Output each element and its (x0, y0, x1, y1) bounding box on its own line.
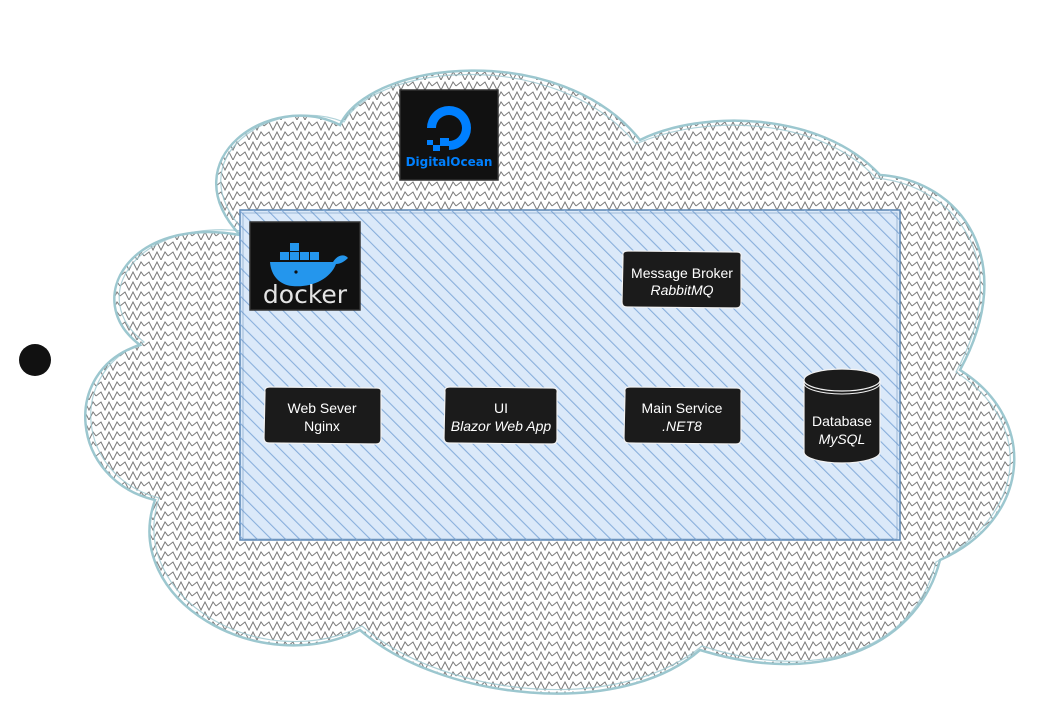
digitalocean-wordmark: DigitalOcean (406, 155, 493, 169)
ui-subtitle: Blazor Web App (451, 418, 552, 434)
docker-wordmark: docker (263, 280, 348, 309)
digitalocean-logo: DigitalOcean (399, 89, 499, 181)
docker-whale-icon (270, 243, 348, 287)
web-server-subtitle: Nginx (304, 418, 340, 434)
ui-node[interactable]: UI Blazor Web App (443, 386, 558, 445)
host-container (239, 209, 901, 541)
cloud-outline-sketch (90, 73, 1011, 691)
message-broker-title: Message Broker (631, 265, 733, 281)
entry-point-marker (19, 344, 51, 376)
web-server-title: Web Sever (288, 400, 357, 416)
message-broker-subtitle: RabbitMQ (650, 282, 713, 298)
digitalocean-icon (427, 106, 471, 151)
docker-logo: docker (249, 221, 361, 311)
database-node[interactable]: Database MySQL (803, 368, 881, 464)
database-title: Database (812, 413, 872, 429)
main-service-subtitle: .NET8 (662, 418, 702, 434)
main-service-node[interactable]: Main Service .NET8 (623, 386, 742, 445)
message-broker-node[interactable]: Message Broker RabbitMQ (621, 250, 742, 309)
ui-title: UI (494, 400, 508, 416)
main-service-title: Main Service (642, 400, 723, 416)
database-subtitle: MySQL (819, 431, 866, 447)
web-server-node[interactable]: Web Sever Nginx (263, 386, 382, 445)
